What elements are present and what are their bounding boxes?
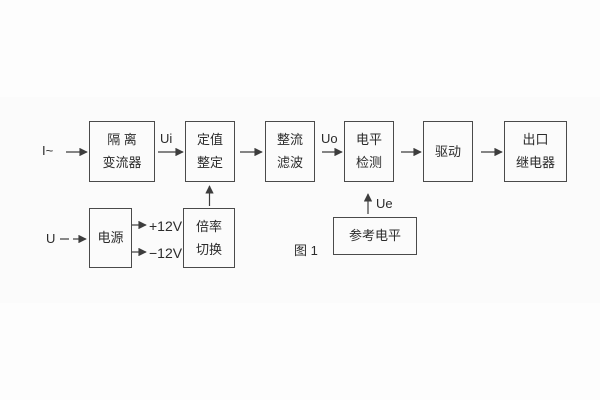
signal-label-uo: Uo [321, 131, 338, 146]
block-reference-level: 参考电平 [333, 217, 417, 255]
signal-label-input-voltage: U [46, 231, 56, 246]
block-label: 驱动 [434, 143, 461, 159]
block-level-detection: 电平 检测 [344, 121, 394, 182]
block-label: 检测 [355, 155, 382, 170]
block-label: 电源 [97, 230, 124, 245]
signal-label-plus-12v: +12V [149, 218, 183, 234]
block-label: 整定 [196, 155, 223, 170]
signal-label-input-current: I~ [42, 143, 54, 158]
block-setting-adjustment: 定值 整定 [185, 121, 235, 182]
block-label: 滤波 [276, 155, 303, 170]
block-label: 隔 离 [107, 132, 137, 147]
block-label: 定值 [196, 132, 223, 147]
scanned-image-background [0, 97, 600, 303]
block-label: 出口 [522, 132, 549, 147]
block-label: 倍率 [195, 218, 222, 234]
block-driver: 驱动 [423, 121, 473, 182]
block-rectify-filter: 整流 滤波 [265, 121, 315, 182]
signal-label-ui: Ui [160, 131, 173, 146]
block-label: 电平 [355, 132, 382, 147]
signal-label-minus-12v: −12V [149, 245, 183, 261]
block-label: 切换 [195, 241, 222, 257]
block-label: 继电器 [515, 155, 555, 170]
block-power-supply: 电源 [89, 208, 132, 268]
block-label: 变流器 [102, 155, 142, 170]
figure-caption: 图 1 [294, 243, 318, 258]
block-isolation-transformer: 隔 离 变流器 [89, 121, 155, 182]
signal-label-ue: Ue [376, 196, 393, 211]
block-ratio-switch: 倍率 切换 [183, 208, 235, 268]
block-label: 整流 [276, 132, 303, 147]
block-label: 参考电平 [348, 228, 401, 243]
block-output-relay: 出口 继电器 [504, 121, 567, 182]
